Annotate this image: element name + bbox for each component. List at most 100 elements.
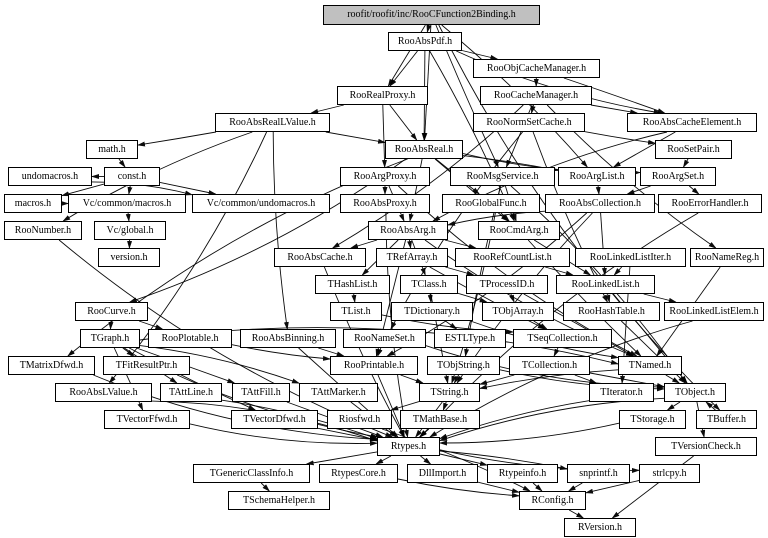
graph-node-rooabsreallvalue-h[interactable]: RooAbsRealLValue.h	[215, 113, 330, 132]
graph-node-roolinkedlist-h[interactable]: RooLinkedList.h	[556, 275, 655, 294]
graph-node-roonameset-h[interactable]: RooNameSet.h	[343, 329, 426, 348]
graph-node-rooargproxy-h[interactable]: RooArgProxy.h	[340, 167, 430, 186]
graph-node-rconfig-h[interactable]: RConfig.h	[519, 491, 586, 510]
graph-node-roohashtable-h[interactable]: RooHashTable.h	[563, 302, 660, 321]
graph-node-rooarglist-h[interactable]: RooArgList.h	[558, 167, 636, 186]
graph-node-roorefcountlist-h[interactable]: RooRefCountList.h	[455, 248, 570, 267]
include-edge	[427, 293, 433, 303]
graph-node-tvectorffwd-h[interactable]: TVectorFfwd.h	[104, 410, 190, 429]
graph-node-thashlist-h[interactable]: THashList.h	[315, 275, 390, 294]
graph-node-rtypes-h[interactable]: Rtypes.h	[377, 437, 440, 456]
graph-node-roomsgservice-h[interactable]: RooMsgService.h	[450, 167, 555, 186]
graph-node-const-h[interactable]: const.h	[104, 167, 160, 186]
graph-node-rooabspdf-h[interactable]: RooAbsPdf.h	[388, 32, 462, 51]
graph-node-vc-common-macros-h[interactable]: Vc/common/macros.h	[68, 194, 186, 213]
graph-node-rooabsbinning-h[interactable]: RooAbsBinning.h	[240, 329, 336, 348]
graph-node-tcollection-h[interactable]: TCollection.h	[509, 356, 590, 375]
graph-node-tmathbase-h[interactable]: TMathBase.h	[400, 410, 480, 429]
graph-node-rooabslvalue-h[interactable]: RooAbsLValue.h	[55, 383, 152, 402]
graph-node-tgraph-h[interactable]: TGraph.h	[80, 329, 140, 348]
graph-node-trefarray-h[interactable]: TRefArray.h	[376, 248, 448, 267]
graph-node-roolinkedlistiter-h[interactable]: RooLinkedListIter.h	[575, 248, 686, 267]
include-edge	[612, 131, 676, 168]
include-edge	[272, 131, 289, 330]
graph-node-riosfwd-h[interactable]: Riosfwd.h	[327, 410, 392, 429]
include-edge	[108, 320, 114, 330]
graph-node-rooabsreal-h[interactable]: RooAbsReal.h	[385, 140, 463, 159]
graph-node-rooglobalfunc-h[interactable]: RooGlobalFunc.h	[442, 194, 540, 213]
graph-node-tprocessid-h[interactable]: TProcessID.h	[466, 275, 548, 294]
graph-node-tgenericclassinfo-h[interactable]: TGenericClassInfo.h	[193, 464, 310, 483]
graph-node-roolinkedlistelem-h[interactable]: RooLinkedListElem.h	[664, 302, 764, 321]
graph-node-tattmarker-h[interactable]: TAttMarker.h	[299, 383, 378, 402]
graph-node-rooabscollection-h[interactable]: RooAbsCollection.h	[545, 194, 655, 213]
include-edge	[567, 482, 583, 492]
graph-node-rooabscache-h[interactable]: RooAbsCache.h	[274, 248, 366, 267]
include-edge	[350, 239, 378, 249]
graph-node-roorealproxy-h[interactable]: RooRealProxy.h	[337, 86, 428, 105]
graph-node-math-h[interactable]: math.h	[86, 140, 138, 159]
graph-node-vc-global-h[interactable]: Vc/global.h	[94, 221, 166, 240]
graph-node-tlist-h[interactable]: TList.h	[330, 302, 382, 321]
graph-node-titerator-h[interactable]: TIterator.h	[589, 383, 654, 402]
graph-node-dllimport-h[interactable]: DllImport.h	[407, 464, 478, 483]
include-edge	[351, 293, 357, 303]
graph-node-version-h[interactable]: version.h	[98, 248, 160, 267]
include-edge	[138, 320, 164, 330]
include-edge	[439, 422, 620, 446]
include-edge	[159, 181, 217, 196]
graph-node-tstring-h[interactable]: TString.h	[419, 383, 480, 402]
graph-node-roosetpair-h[interactable]: RooSetPair.h	[655, 140, 732, 159]
graph-node-tdictionary-h[interactable]: TDictionary.h	[391, 302, 473, 321]
graph-node-rooerrorhandler-h[interactable]: RooErrorHandler.h	[658, 194, 762, 213]
include-edge	[139, 345, 300, 384]
graph-node-rtypeinfo-h[interactable]: Rtypeinfo.h	[487, 464, 558, 483]
graph-node-rtypescore-h[interactable]: RtypesCore.h	[319, 464, 398, 483]
graph-node-tobjarray-h[interactable]: TObjArray.h	[482, 302, 554, 321]
graph-node-tmatrixdfwd-h[interactable]: TMatrixDfwd.h	[8, 356, 95, 375]
graph-node-roocachemanager-h[interactable]: RooCacheManager.h	[480, 86, 592, 105]
graph-node-roocmdarg-h[interactable]: RooCmdArg.h	[478, 221, 560, 240]
graph-node-rooabsarg-h[interactable]: RooAbsArg.h	[368, 221, 448, 240]
graph-node-roonumber-h[interactable]: RooNumber.h	[4, 221, 82, 240]
include-edge	[568, 509, 585, 519]
graph-node-macros-h[interactable]: macros.h	[4, 194, 62, 213]
graph-node-tfitresultptr-h[interactable]: TFitResultPtr.h	[103, 356, 190, 375]
graph-node-rooabsproxy-h[interactable]: RooAbsProxy.h	[340, 194, 430, 213]
graph-node-roonormsetcache-h[interactable]: RooNormSetCache.h	[473, 113, 585, 132]
graph-node-tnamed-h[interactable]: TNamed.h	[618, 356, 682, 375]
graph-node-rversion-h[interactable]: RVersion.h	[564, 518, 636, 537]
graph-node-rooabscacheelement-h[interactable]: RooAbsCacheElement.h	[627, 113, 757, 132]
graph-node-roocurve-h[interactable]: RooCurve.h	[75, 302, 148, 321]
graph-node-tversioncheck-h[interactable]: TVersionCheck.h	[655, 437, 757, 456]
include-edge	[595, 185, 601, 195]
include-edge	[419, 212, 699, 438]
graph-node-strlcpy-h[interactable]: strlcpy.h	[639, 464, 700, 483]
graph-node-tstorage-h[interactable]: TStorage.h	[619, 410, 686, 429]
graph-node-rooplotable-h[interactable]: RooPlotable.h	[148, 329, 232, 348]
graph-node-estltype-h[interactable]: ESTLType.h	[434, 329, 506, 348]
graph-node-tclass-h[interactable]: TClass.h	[400, 275, 458, 294]
graph-node-tattline-h[interactable]: TAttLine.h	[160, 383, 222, 402]
graph-root-node-roofit-roofit-inc-roocfunction2binding-h[interactable]: roofit/roofit/inc/RooCFunction2Binding.h	[323, 5, 540, 25]
graph-node-roonamereg-h[interactable]: RooNameReg.h	[690, 248, 764, 267]
graph-node-tobject-h[interactable]: TObject.h	[664, 383, 726, 402]
graph-node-rooargset-h[interactable]: RooArgSet.h	[640, 167, 716, 186]
graph-node-vc-common-undomacros-h[interactable]: Vc/common/undomacros.h	[192, 194, 330, 213]
include-edge	[377, 347, 383, 357]
graph-node-tseqcollection-h[interactable]: TSeqCollection.h	[513, 329, 612, 348]
graph-node-tbuffer-h[interactable]: TBuffer.h	[696, 410, 757, 429]
graph-node-tvectordfwd-h[interactable]: TVectorDfwd.h	[231, 410, 318, 429]
graph-node-snprintf-h[interactable]: snprintf.h	[567, 464, 630, 483]
include-edge	[418, 428, 430, 438]
graph-node-tschemahelper-h[interactable]: TSchemaHelper.h	[228, 491, 330, 510]
include-edge	[426, 24, 432, 33]
graph-node-rooprintable-h[interactable]: RooPrintable.h	[330, 356, 418, 375]
include-edge	[477, 481, 520, 494]
graph-node-tobjstring-h[interactable]: TObjString.h	[427, 356, 500, 375]
graph-node-rooobjcachemanager-h[interactable]: RooObjCacheManager.h	[473, 59, 600, 78]
graph-node-undomacros-h[interactable]: undomacros.h	[8, 167, 92, 186]
include-edge	[445, 266, 475, 276]
graph-node-tattfill-h[interactable]: TAttFill.h	[232, 383, 290, 402]
